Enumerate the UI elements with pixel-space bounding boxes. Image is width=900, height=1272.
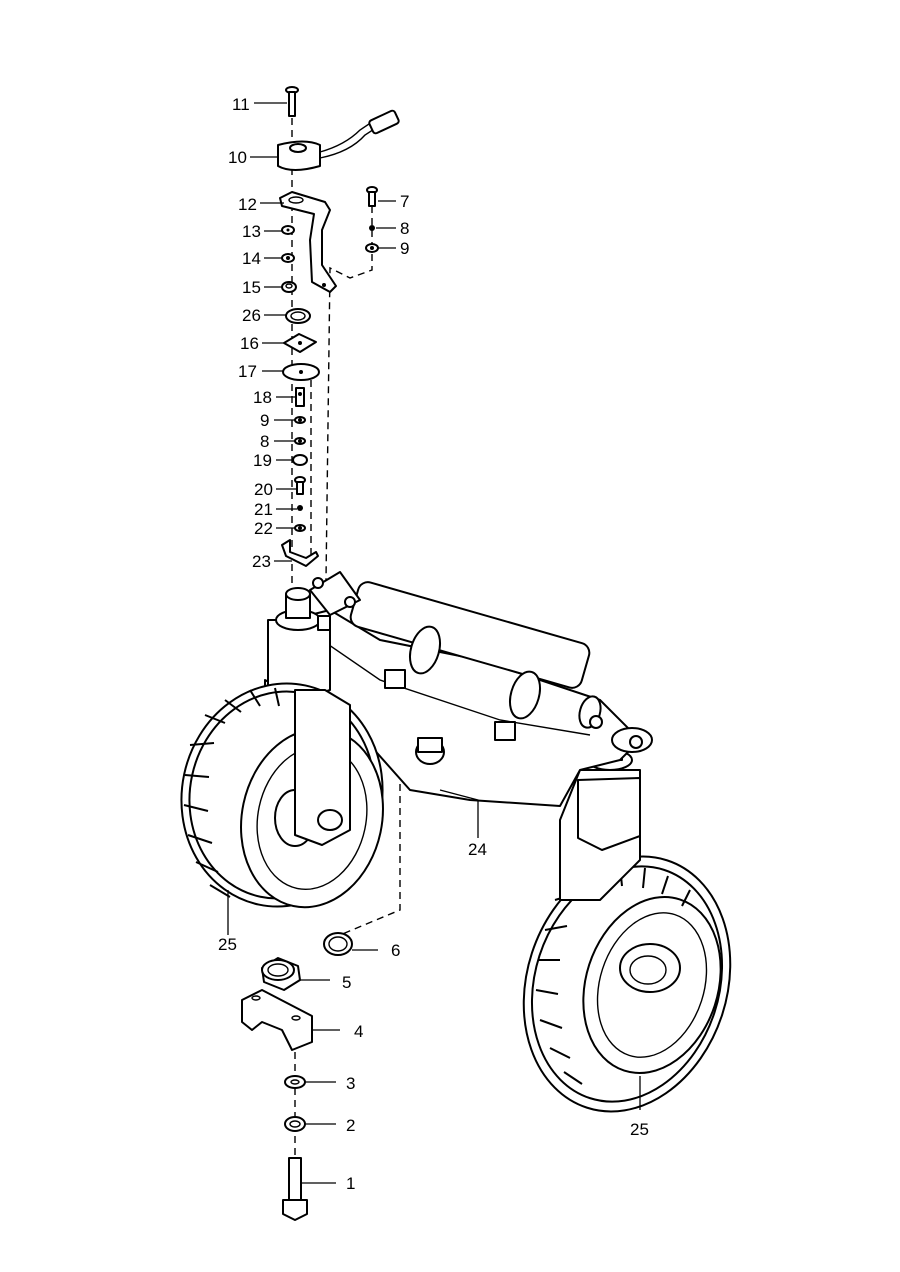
callout-labels: 11 10 12 13 14 15 26 16 17 18 9 8 19 20 …: [218, 95, 649, 1193]
callout-24: 24: [468, 840, 487, 859]
callout-7: 7: [400, 192, 409, 211]
part-2-nut: [284, 1116, 306, 1132]
steering-cylinder: [349, 581, 653, 753]
part-8b-washer: [369, 225, 375, 231]
callout-13: 13: [242, 222, 261, 241]
part-20-bolt: [294, 476, 306, 495]
callout-4: 4: [354, 1022, 363, 1041]
callout-25-right: 25: [630, 1120, 649, 1139]
callout-22: 22: [254, 519, 273, 538]
part-18-fitting: [295, 387, 305, 407]
part-15-nut: [281, 281, 297, 293]
part-4-clamp: [241, 989, 313, 1051]
callout-12: 12: [238, 195, 257, 214]
part-26-ring: [285, 308, 311, 324]
part-3-washer: [284, 1075, 306, 1089]
callout-19: 19: [253, 451, 272, 470]
part-8-washer: [294, 437, 306, 445]
callout-15: 15: [242, 278, 261, 297]
callout-8b: 8: [400, 219, 409, 238]
callout-18: 18: [253, 388, 272, 407]
part-11-screw: [285, 86, 299, 117]
part-7-bolt: [366, 186, 378, 207]
callout-10: 10: [228, 148, 247, 167]
left-spindle-housing: [267, 571, 361, 701]
callout-21: 21: [254, 500, 273, 519]
part-9-washer: [294, 416, 306, 424]
callout-9b: 9: [400, 239, 409, 258]
leader-lines: [227, 102, 641, 1184]
part-6-seal: [323, 932, 353, 956]
callout-25-left: 25: [218, 935, 237, 954]
part-12-bracket: [279, 191, 337, 293]
part-13-washer: [281, 225, 295, 235]
part-17-disc: [282, 363, 320, 381]
assembly-centerlines: [291, 118, 401, 1160]
callout-16: 16: [240, 334, 259, 353]
left-wheel: [180, 682, 384, 909]
callout-3: 3: [346, 1074, 355, 1093]
part-23-clip: [281, 539, 319, 567]
callout-20: 20: [254, 480, 273, 499]
callout-2: 2: [346, 1116, 355, 1135]
callout-6: 6: [391, 941, 400, 960]
top-hardware-stack: [277, 86, 400, 567]
part-10-sensor: [277, 109, 400, 171]
callout-23: 23: [252, 552, 271, 571]
callout-14: 14: [242, 249, 261, 268]
bottom-hardware-stack: [241, 932, 353, 1221]
part-19-nut: [292, 454, 308, 466]
part-16-plate: [283, 333, 317, 353]
right-wheel: [522, 855, 732, 1113]
callout-11: 11: [232, 95, 250, 114]
part-14-washer: [281, 253, 295, 263]
part-22-washer: [294, 524, 306, 532]
callout-17: 17: [238, 362, 257, 381]
part-5-bushing: [261, 957, 301, 991]
part-9b-washer: [365, 243, 379, 253]
callout-9: 9: [260, 411, 269, 430]
callout-8: 8: [260, 432, 269, 451]
part-1-bolt: [282, 1157, 308, 1221]
callout-26: 26: [242, 306, 261, 325]
callout-1: 1: [346, 1174, 355, 1193]
part-21-washer: [297, 505, 303, 511]
callout-5: 5: [342, 973, 351, 992]
